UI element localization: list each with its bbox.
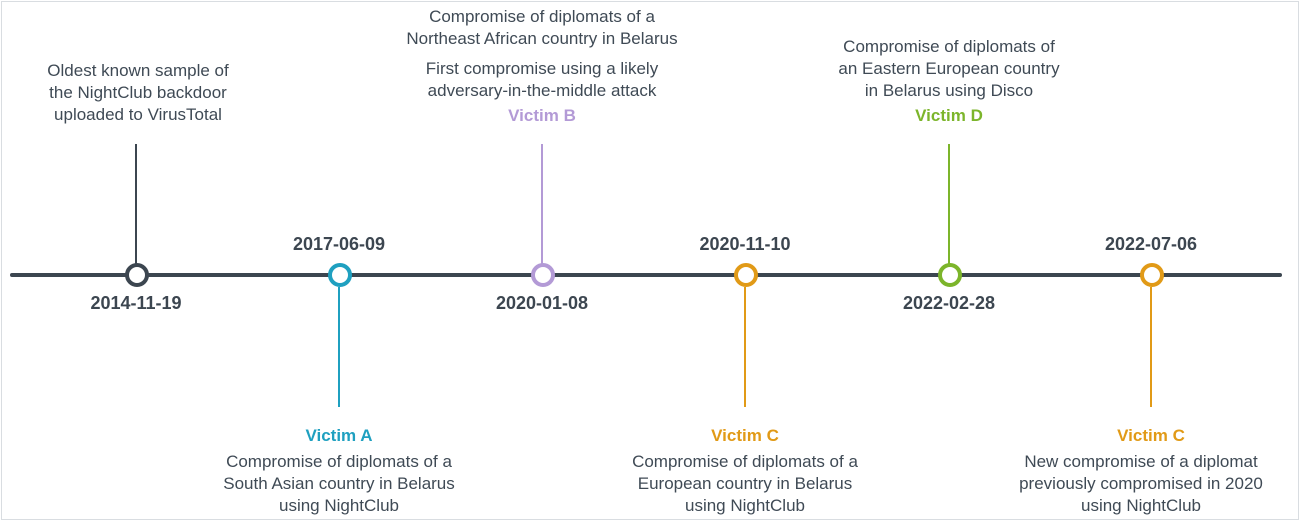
victim-label: Victim A <box>305 426 373 445</box>
description-line: Compromise of diplomats of <box>843 37 1055 56</box>
event-node <box>938 263 962 287</box>
description-line: in Belarus using Disco <box>864 81 1034 100</box>
event-description: Compromise of diplomats of a European co… <box>585 451 905 517</box>
event-node <box>328 263 352 287</box>
event-node <box>734 263 758 287</box>
timeline-axis <box>10 273 1282 277</box>
event-date: 2022-02-28 <box>902 293 996 313</box>
event-description: New compromise of a diplomat previously … <box>981 451 1298 517</box>
event-date: 2020-01-08 <box>495 293 589 313</box>
event-stem <box>541 144 543 265</box>
event-date: 2014-11-19 <box>90 293 182 313</box>
description-line: the NightClub backdoor <box>49 83 227 102</box>
victim-label: Victim D <box>915 106 983 125</box>
description-line: New compromise of a diplomat <box>1024 452 1258 471</box>
description-line: Compromise of diplomats of a <box>226 452 452 471</box>
description-line: Compromise of diplomats of a <box>632 452 858 471</box>
event-node <box>531 263 555 287</box>
description-line: using NightClub <box>1080 496 1201 515</box>
event-node <box>125 263 149 287</box>
event-node <box>1140 263 1164 287</box>
event-description-secondary: First compromise using a likely adversar… <box>382 58 702 102</box>
description-line: adversary-in-the-middle attack <box>427 81 657 100</box>
event-description: Compromise of diplomats of a Northeast A… <box>382 6 702 50</box>
description-line: uploaded to VirusTotal <box>54 105 222 124</box>
victim-label: Victim C <box>711 426 779 445</box>
description-line: using NightClub <box>278 496 399 515</box>
event-stem <box>948 144 950 265</box>
event-description: Compromise of diplomats of an Eastern Eu… <box>789 36 1109 102</box>
description-line: an Eastern European country <box>838 59 1060 78</box>
victim-label: Victim B <box>508 106 576 125</box>
event-description: Oldest known sample of the NightClub bac… <box>2 60 298 126</box>
description-line: First compromise using a likely <box>425 59 659 78</box>
event-description: Compromise of diplomats of a South Asian… <box>179 451 499 517</box>
event-stem <box>744 287 746 407</box>
description-line: European country in Belarus <box>637 474 853 493</box>
event-date: 2020-11-10 <box>699 234 791 254</box>
description-line: using NightClub <box>684 496 805 515</box>
event-stem <box>338 287 340 407</box>
description-line: Compromise of diplomats of a <box>429 7 655 26</box>
description-line: South Asian country in Belarus <box>223 474 455 493</box>
event-stem <box>135 144 137 265</box>
description-line: previously compromised in 2020 <box>1019 474 1263 493</box>
victim-label: Victim C <box>1117 426 1185 445</box>
event-date: 2022-07-06 <box>1104 234 1198 254</box>
description-line: Northeast African country in Belarus <box>406 29 678 48</box>
event-stem <box>1150 287 1152 407</box>
description-line: Oldest known sample of <box>47 61 229 80</box>
event-date: 2017-06-09 <box>292 234 386 254</box>
